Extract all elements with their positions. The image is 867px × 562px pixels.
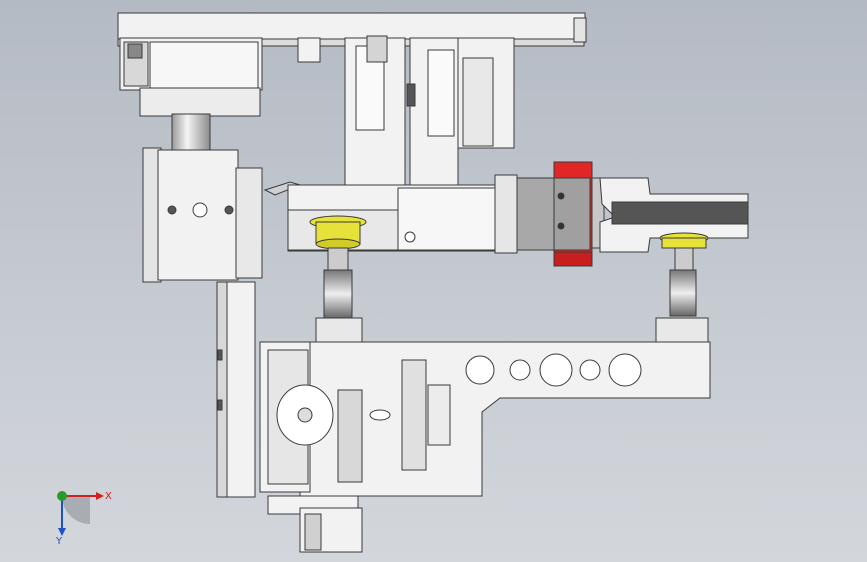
red-collar-base bbox=[553, 251, 593, 267]
gripper-actuator bbox=[516, 161, 605, 267]
spring-right bbox=[669, 247, 697, 317]
y-axis-label: Y bbox=[55, 536, 63, 547]
axis-triad: X Y bbox=[55, 491, 112, 547]
vertical-shaft bbox=[171, 113, 211, 155]
suction-cup-right bbox=[659, 232, 709, 249]
guide-rails bbox=[297, 35, 515, 189]
x-axis-label: X bbox=[105, 491, 112, 502]
y-axis-dot bbox=[57, 491, 67, 501]
slide-body bbox=[263, 174, 518, 254]
spring-left bbox=[323, 247, 353, 319]
clamp-housing bbox=[259, 341, 451, 493]
rotary-housing bbox=[142, 147, 263, 283]
motor-block bbox=[119, 37, 263, 117]
base-foot bbox=[267, 495, 363, 553]
vertical-column bbox=[216, 281, 256, 498]
suction-cup-left bbox=[309, 215, 367, 250]
